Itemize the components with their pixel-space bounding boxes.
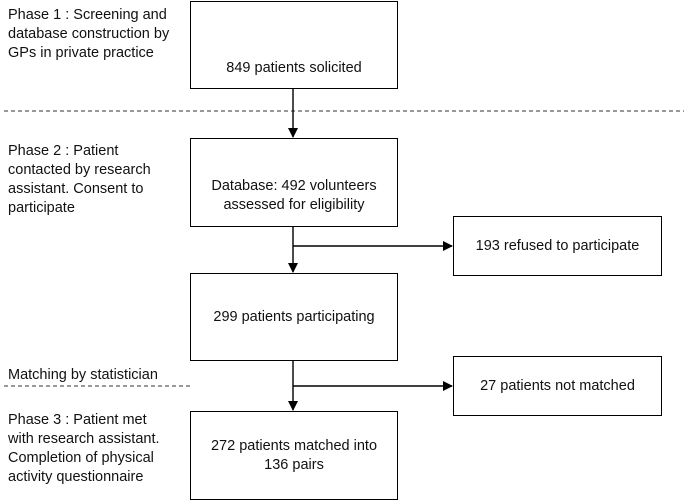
node-refused-participate: 193 refused to participate [453,216,662,276]
node-patients-solicited-text: 849 patients solicited [226,59,362,76]
node-database-volunteers: Database: 492 volunteers assessed for el… [190,138,398,227]
node-refused-participate-text: 193 refused to participate [475,237,640,254]
node-patients-participating-text: 299 patients participating [213,308,375,325]
phase-3-label: Phase 3 : Patient met with research assi… [8,412,160,485]
node-database-volunteers-text: Database: 492 volunteers assessed for el… [211,177,377,213]
phase-2-label: Phase 2 : Patient contacted by research … [8,143,151,216]
phase-1-label: Phase 1 : Screening and database constru… [8,7,170,61]
node-patients-participating: 299 patients participating [190,273,398,361]
node-not-matched-text: 27 patients not matched [480,377,635,394]
node-patients-matched-text: 272 patients matched into 136 pairs [210,437,378,473]
node-patients-solicited: 849 patients solicited [190,1,398,89]
node-patients-matched: 272 patients matched into 136 pairs [190,411,398,500]
matching-separator-label: Matching by statistician [8,367,158,383]
node-not-matched: 27 patients not matched [453,356,662,416]
